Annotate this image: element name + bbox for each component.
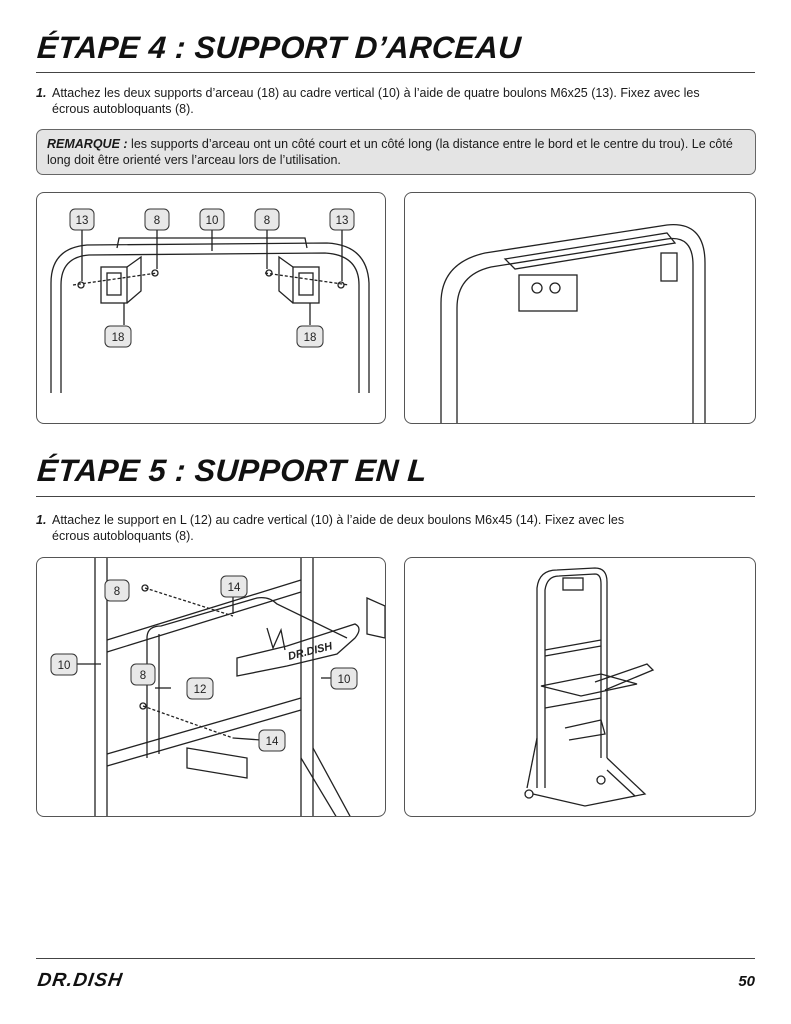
svg-text:14: 14 <box>266 736 279 748</box>
callout-18-right: 18 <box>296 325 324 348</box>
svg-text:8: 8 <box>140 670 146 682</box>
step4-instruction: 1. Attachez les deux supports d’arceau (… <box>36 86 736 117</box>
note-text: les supports d’arceau ont un côté court … <box>47 137 733 167</box>
callout-18-left: 18 <box>104 325 132 348</box>
footer-divider <box>36 958 755 959</box>
page-number: 50 <box>738 973 755 990</box>
step5-instruction: 1. Attachez le support en L (12) au cadr… <box>36 513 656 544</box>
step5-detail-illustration: DR.DISH 8 14 10 8 12 10 14 <box>36 557 386 817</box>
callout-12: 12 <box>186 677 214 700</box>
callout-13-right: 13 <box>329 208 355 231</box>
svg-text:8: 8 <box>264 215 270 227</box>
footer-logo: DR.DISH <box>36 970 125 991</box>
step4-divider <box>36 72 755 73</box>
step4-detail-illustration: 13 8 10 8 13 18 18 <box>36 192 386 424</box>
step5-title: ÉTAPE 5 : SUPPORT EN L <box>36 453 429 488</box>
svg-text:13: 13 <box>76 215 89 227</box>
step5-instruction-text: Attachez le support en L (12) au cadre v… <box>52 513 625 543</box>
svg-text:18: 18 <box>112 332 125 344</box>
note-label: REMARQUE : <box>47 137 128 151</box>
callout-14-top: 14 <box>220 575 248 598</box>
svg-text:10: 10 <box>206 215 219 227</box>
callout-10-left: 10 <box>50 653 78 676</box>
svg-text:13: 13 <box>336 215 349 227</box>
callout-14-bottom: 14 <box>258 729 286 752</box>
callout-8-top: 8 <box>104 579 130 602</box>
svg-text:12: 12 <box>194 684 207 696</box>
step4-title: ÉTAPE 4 : SUPPORT D’ARCEAU <box>36 30 523 65</box>
callout-8-left: 8 <box>144 208 170 231</box>
svg-text:10: 10 <box>338 674 351 686</box>
step5-assembled-illustration <box>404 557 756 817</box>
callout-10: 10 <box>199 208 225 231</box>
callout-10-right: 10 <box>330 667 358 690</box>
step4-instruction-text: Attachez les deux supports d’arceau (18)… <box>52 86 700 116</box>
svg-text:14: 14 <box>228 582 241 594</box>
callout-8-right: 8 <box>254 208 280 231</box>
step4-assembled-illustration <box>404 192 756 424</box>
step4-instruction-number: 1. <box>36 86 47 100</box>
svg-text:8: 8 <box>154 215 160 227</box>
svg-text:8: 8 <box>114 586 120 598</box>
svg-text:10: 10 <box>58 660 71 672</box>
callout-8-bottom: 8 <box>130 663 156 686</box>
callout-13-left: 13 <box>69 208 95 231</box>
step5-instruction-number: 1. <box>36 513 47 527</box>
step4-note: REMARQUE : les supports d’arceau ont un … <box>36 129 756 175</box>
step5-divider <box>36 496 755 497</box>
svg-text:18: 18 <box>304 332 317 344</box>
